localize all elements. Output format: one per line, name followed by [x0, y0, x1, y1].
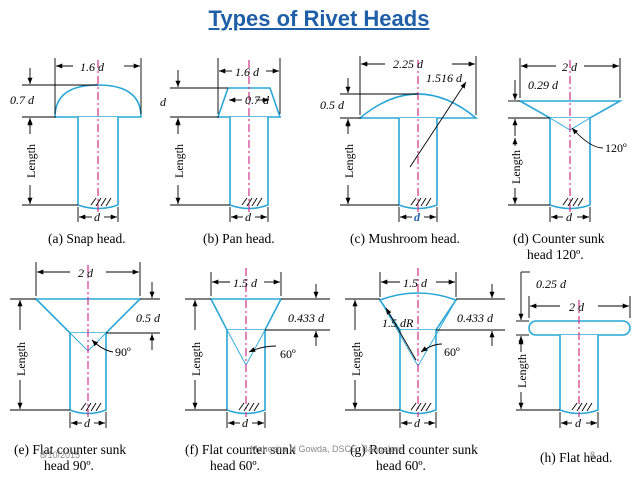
caption: (b) Pan head.	[203, 231, 275, 246]
dim-d: d	[94, 210, 101, 224]
dim-2d: 2 d	[562, 60, 578, 74]
angle-60: 60º	[444, 345, 460, 359]
angle-120: 120º	[605, 141, 627, 155]
dim-2d: 2 d	[569, 300, 585, 314]
dim-0.5d: 0.5 d	[320, 98, 345, 112]
dim-length: Length	[172, 144, 186, 178]
caption-line2: head 120º.	[527, 247, 584, 262]
caption-line1: (f) Flat counter sunk	[185, 442, 296, 457]
dim-d: d	[575, 416, 582, 430]
page-title: Types of Rivet Heads	[208, 6, 430, 31]
angle-60: 60º	[280, 347, 296, 361]
dim-length: Length	[189, 342, 203, 376]
dim-d: d	[414, 416, 421, 430]
footer-author: Mahesha N Gowda, DSCE, Bangalore	[250, 444, 403, 454]
dim-length: Length	[14, 342, 28, 376]
dim-length: Length	[509, 150, 523, 184]
dim-length: Length	[342, 144, 356, 178]
rivet-counter-sunk-120: 2 d 0.29 d 120º Length d (d) Counter sun…	[508, 58, 627, 262]
caption-line1: (g) Round counter sunk	[350, 442, 478, 457]
dim-2d: 2 d	[78, 266, 94, 280]
rivet-flat-head: 2 d 0.25 d Length d (h) Flat head.	[515, 271, 631, 465]
dim-length: Length	[515, 354, 529, 388]
rivet-flat-counter-sunk-90: 2 d 0.5 d 90º Length d (e) Flat counter …	[10, 262, 161, 473]
rivet-flat-counter-sunk-60: 1.5 d 0.433 d 60º Length d (f) Flat coun…	[185, 268, 330, 473]
caption-line2: head 60º.	[376, 458, 426, 473]
caption: (a) Snap head.	[48, 231, 126, 246]
dim-d: d	[242, 416, 249, 430]
dim-1.5d: 1.5 d	[403, 276, 428, 290]
rivet-pan-head: 1.6 d 0.7 d d Length d (b) Pan head.	[160, 58, 282, 246]
dim-1.6d: 1.6 d	[80, 60, 105, 74]
dim-top-d: 0.7 d	[245, 93, 270, 107]
dim-0.433d: 0.433 d	[457, 311, 494, 325]
dim-d: d	[84, 416, 91, 430]
dim-1.516d: 1.516 d	[426, 71, 463, 85]
dim-d: d	[566, 210, 573, 224]
rivet-mushroom-head: 2.25 d 1.516 d 0.5 d Length d (c) Mushro…	[320, 56, 479, 246]
caption: (h) Flat head.	[540, 450, 612, 465]
angle-90: 90º	[115, 345, 131, 359]
mushroom-head-shape	[357, 93, 479, 119]
dim-length: Length	[24, 144, 38, 178]
dim-0.29d: 0.29 d	[528, 78, 559, 92]
caption: (c) Mushroom head.	[350, 231, 460, 246]
dim-0.7d: 0.7 d	[10, 93, 35, 107]
snap-head-shape	[54, 84, 142, 118]
dim-d: d	[245, 210, 252, 224]
dim-0.7d: d	[160, 95, 167, 109]
caption-line1: (e) Flat counter sunk	[14, 442, 126, 457]
dim-1.5dR: 1.5 dR	[382, 316, 414, 330]
caption-line1: (d) Counter sunk	[513, 231, 605, 246]
dim-1.6d: 1.6 d	[235, 65, 260, 79]
caption-line2: head 60º.	[210, 458, 260, 473]
footer-page-number: 8	[590, 450, 595, 460]
footer-date: 8/10/2015	[40, 450, 80, 460]
dim-d: d	[414, 210, 421, 224]
dim-1.5d: 1.5 d	[233, 276, 258, 290]
dim-0.433d: 0.433 d	[288, 311, 325, 325]
dim-0.5d: 0.5 d	[136, 311, 161, 325]
dim-length: Length	[349, 342, 363, 376]
caption-line2: head 90º.	[44, 458, 94, 473]
rivet-snap-head: 1.6 d 0.7 d Length d (a) Snap head.	[10, 58, 142, 246]
dim-2.25d: 2.25 d	[393, 57, 424, 71]
rivet-round-counter-sunk-60: 1.5 d 1.5 dR 0.433 d 60º Length d (g) Ro…	[345, 268, 505, 473]
dim-0.25d: 0.25 d	[536, 277, 567, 291]
